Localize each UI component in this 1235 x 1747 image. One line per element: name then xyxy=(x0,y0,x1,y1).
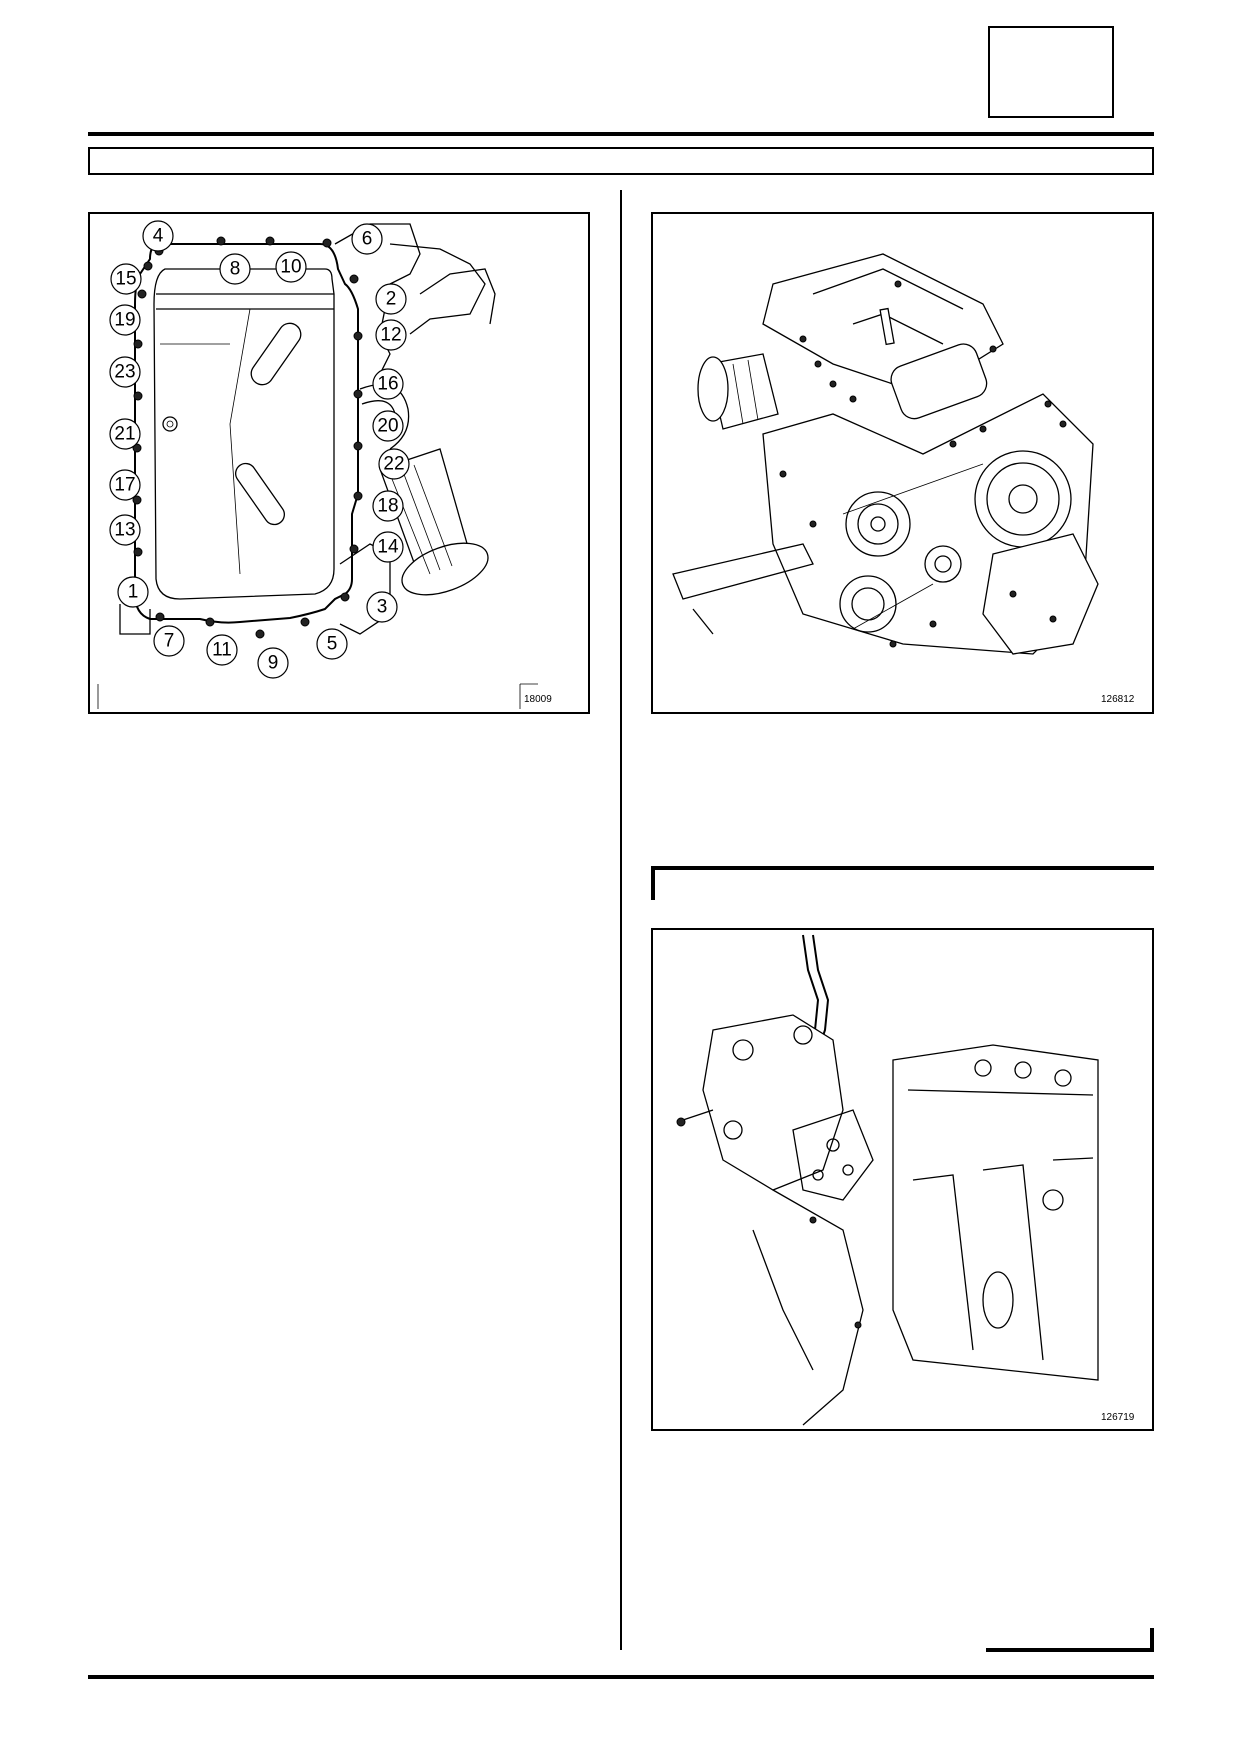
callout-19: 19 xyxy=(109,304,141,336)
svg-text:22: 22 xyxy=(383,454,404,475)
svg-text:2: 2 xyxy=(386,289,397,310)
figure-1-ref: 18009 xyxy=(524,694,552,705)
page-number-box xyxy=(988,26,1114,118)
svg-text:21: 21 xyxy=(114,424,135,445)
callout-12: 12 xyxy=(375,319,407,351)
svg-text:15: 15 xyxy=(115,269,136,290)
callout-18: 18 xyxy=(372,490,404,522)
column-divider xyxy=(620,190,622,1650)
svg-text:5: 5 xyxy=(327,634,338,655)
svg-text:6: 6 xyxy=(362,229,373,250)
footer-corner-mark xyxy=(986,1628,1154,1652)
svg-text:3: 3 xyxy=(377,597,388,618)
svg-text:12: 12 xyxy=(380,325,401,346)
svg-text:10: 10 xyxy=(280,257,301,278)
callout-14: 14 xyxy=(372,531,404,563)
callout-1: 1 xyxy=(117,576,149,608)
figure-engine-side: 126719 xyxy=(651,928,1154,1431)
svg-text:20: 20 xyxy=(377,416,398,437)
svg-text:8: 8 xyxy=(230,259,241,280)
svg-text:19: 19 xyxy=(114,310,135,331)
svg-text:17: 17 xyxy=(114,475,135,496)
svg-text:23: 23 xyxy=(114,362,135,383)
svg-text:18: 18 xyxy=(377,496,398,517)
callout-23: 23 xyxy=(109,356,141,388)
callout-13: 13 xyxy=(109,514,141,546)
callout-17: 17 xyxy=(109,469,141,501)
footer-rule xyxy=(88,1675,1154,1679)
callout-20: 20 xyxy=(372,410,404,442)
figure-oil-sump: 1 2 3 4 5 6 7 8 xyxy=(88,212,590,714)
callout-9: 9 xyxy=(257,647,289,679)
callout-21: 21 xyxy=(109,418,141,450)
callout-6: 6 xyxy=(351,223,383,255)
svg-text:11: 11 xyxy=(212,640,232,661)
callout-15: 15 xyxy=(110,263,142,295)
section-2-heading xyxy=(651,866,1154,900)
callout-3: 3 xyxy=(366,591,398,623)
svg-text:4: 4 xyxy=(153,226,164,247)
figure-3-ref: 126719 xyxy=(1101,1412,1135,1423)
header-rule xyxy=(88,132,1154,136)
oil-sump-drawing: 1 2 3 4 5 6 7 8 xyxy=(97,220,552,709)
callout-8: 8 xyxy=(219,253,251,285)
svg-text:13: 13 xyxy=(114,520,135,541)
callout-4: 4 xyxy=(142,220,174,252)
callout-5: 5 xyxy=(316,628,348,660)
svg-text:9: 9 xyxy=(268,653,279,674)
callout-22: 22 xyxy=(378,448,410,480)
callout-11: 11 xyxy=(206,634,238,666)
sump-bolts xyxy=(132,236,363,639)
callout-16: 16 xyxy=(372,368,404,400)
svg-text:7: 7 xyxy=(164,631,175,652)
svg-text:1: 1 xyxy=(128,582,139,603)
svg-text:14: 14 xyxy=(377,537,399,558)
header-title-band xyxy=(88,147,1154,175)
engine-bolts xyxy=(779,280,1067,648)
svg-text:16: 16 xyxy=(377,374,398,395)
figure-engine-front: 126812 xyxy=(651,212,1154,714)
figure-2-ref: 126812 xyxy=(1101,694,1135,705)
engine-side-drawing: 126719 xyxy=(676,934,1135,1426)
callout-10: 10 xyxy=(275,251,307,283)
callout-7: 7 xyxy=(153,625,185,657)
engine-front-drawing: 126812 xyxy=(672,253,1135,705)
callout-2: 2 xyxy=(375,283,407,315)
